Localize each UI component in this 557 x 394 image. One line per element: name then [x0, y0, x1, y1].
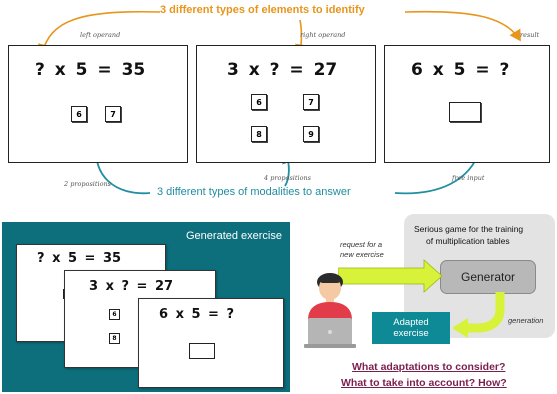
free-input-label: free input — [452, 174, 485, 182]
adapted-line2: exercise — [393, 328, 429, 339]
panel-result: 6 x 5 = ? — [384, 45, 550, 163]
generator-label: Generator — [460, 270, 516, 284]
two-propositions-label: 2 propositions — [64, 180, 111, 188]
right-operand-label: right operand — [300, 31, 346, 39]
panel-left-operand: ? x 5 = 35 6 7 — [8, 45, 188, 163]
generated-exercise-title: Generated exercise — [186, 230, 282, 242]
proposition-chip[interactable]: 8 — [109, 333, 120, 344]
request-arrow — [338, 259, 443, 293]
elements-header: 3 different types of elements to identif… — [160, 4, 365, 16]
question-take-into-account[interactable]: What to take into account? How? — [341, 377, 507, 389]
proposition-chip[interactable]: 9 — [303, 126, 319, 142]
free-input-field[interactable] — [189, 343, 215, 359]
proposition-chip[interactable]: 7 — [303, 94, 319, 110]
request-label-2: new exercise — [340, 250, 384, 259]
equation-right-operand: 3 x ? = 27 — [227, 60, 338, 80]
result-label: result — [520, 31, 540, 39]
arrow-to-left-operand — [37, 10, 161, 56]
user-at-laptop-icon — [304, 273, 356, 348]
generation-label: generation — [508, 316, 544, 325]
exercise-card-3: 6 x 5 = ? — [138, 298, 284, 388]
request-label-1: request for a — [340, 240, 383, 249]
card-equation: 3 x ? = 27 — [89, 279, 174, 294]
adapted-line1: Adapted — [393, 317, 429, 328]
arrow-to-result — [404, 10, 521, 42]
equation-result: 6 x 5 = ? — [411, 60, 510, 80]
modalities-header: 3 different types of modalities to answe… — [157, 186, 351, 198]
game-title-line2: of multiplication tables — [426, 236, 510, 246]
free-input-field[interactable] — [449, 102, 481, 122]
generated-exercise-panel: Generated exercise ? x 5 = 35 6 3 x ? = … — [2, 222, 290, 392]
game-title-line1: Serious game for the training — [414, 224, 524, 234]
four-propositions-label: 4 propositions — [264, 174, 311, 182]
proposition-chip[interactable]: 7 — [105, 106, 121, 122]
panel-right-operand: 3 x ? = 27 6 7 8 9 — [196, 45, 376, 163]
adapted-exercise-box[interactable]: Adapted exercise — [372, 312, 450, 344]
proposition-chip[interactable]: 6 — [71, 106, 87, 122]
proposition-chip[interactable]: 8 — [251, 126, 267, 142]
left-operand-label: left operand — [80, 31, 121, 39]
equation-left-operand: ? x 5 = 35 — [35, 60, 146, 80]
card-equation: ? x 5 = 35 — [37, 251, 122, 266]
proposition-chip[interactable]: 6 — [109, 309, 120, 320]
question-adaptations[interactable]: What adaptations to consider? — [352, 361, 506, 373]
card-equation: 6 x 5 = ? — [159, 307, 235, 322]
generation-arrow — [452, 292, 505, 338]
proposition-chip[interactable]: 6 — [251, 94, 267, 110]
generator-box[interactable]: Generator — [440, 260, 536, 294]
